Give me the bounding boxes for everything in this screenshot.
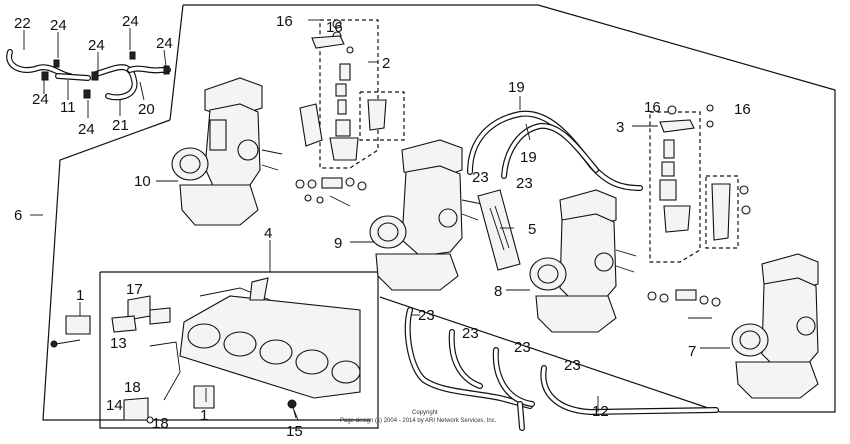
callout-19-b: 19 <box>520 149 537 166</box>
callout-22: 22 <box>14 15 31 32</box>
callout-18-b: 18 <box>152 415 169 432</box>
callout-24-c: 24 <box>88 37 105 54</box>
carburetor-7 <box>731 253 819 399</box>
callout-24-e: 24 <box>32 91 49 108</box>
callout-23-d: 23 <box>462 325 479 342</box>
float-bowl-gasket-5 <box>477 189 521 271</box>
callout-24-d: 24 <box>156 35 173 52</box>
link-hardware <box>50 295 297 424</box>
callout-5: 5 <box>528 221 536 238</box>
intake-manifold-4 <box>179 277 361 399</box>
callout-16-d: 16 <box>734 101 751 118</box>
callout-1-b: 1 <box>200 407 208 424</box>
callout-3: 3 <box>616 119 624 136</box>
callout-16-b: 16 <box>326 19 343 36</box>
callout-23-e: 23 <box>514 339 531 356</box>
copyright-notice: Copyright Page design (c) 2004 - 2014 by… <box>340 410 497 424</box>
callout-9: 9 <box>334 235 342 252</box>
jet-kit-2 <box>299 19 405 169</box>
callout-24-a: 24 <box>50 17 67 34</box>
callout-21: 21 <box>112 117 129 134</box>
carburetor-10 <box>171 77 283 226</box>
callout-15: 15 <box>286 423 303 440</box>
callout-23-a: 23 <box>472 169 489 186</box>
callout-4: 4 <box>264 225 272 242</box>
callout-16-a: 16 <box>276 13 293 30</box>
callout-labels: 22 24 24 24 24 24 11 24 21 20 10 16 16 2… <box>14 13 751 440</box>
callout-1-a: 1 <box>76 287 84 304</box>
callout-10: 10 <box>134 173 151 190</box>
callout-24-f: 24 <box>78 121 95 138</box>
callout-24-b: 24 <box>122 13 139 30</box>
overflow-hose-19 <box>467 110 643 191</box>
callout-6: 6 <box>14 207 22 224</box>
callout-17: 17 <box>126 281 143 298</box>
callout-2: 2 <box>382 55 390 72</box>
callout-8: 8 <box>494 283 502 300</box>
leader-lines <box>23 19 730 421</box>
callout-23-c: 23 <box>418 307 435 324</box>
diagram-frame <box>42 4 836 429</box>
callout-16-c: 16 <box>644 99 661 116</box>
callout-13: 13 <box>110 335 127 352</box>
copyright-line-1: Copyright <box>412 410 438 416</box>
float-pin-parts <box>295 177 367 207</box>
callout-23-b: 23 <box>516 175 533 192</box>
vent-hose-assembly <box>6 49 171 101</box>
float-pin-parts-right <box>647 289 721 319</box>
jet-kit-3 <box>649 104 751 263</box>
callout-11: 11 <box>60 99 76 116</box>
callout-23-f: 23 <box>564 357 581 374</box>
callout-19-a: 19 <box>508 79 525 96</box>
callout-20: 20 <box>138 101 155 118</box>
callout-12: 12 <box>592 403 609 420</box>
fuel-hose-12 <box>404 307 719 431</box>
callout-18-a: 18 <box>124 379 141 396</box>
carburetor-8 <box>529 189 637 333</box>
callout-7: 7 <box>688 343 696 360</box>
copyright-line-2: Page design (c) 2004 - 2014 by ARI Netwo… <box>340 418 497 424</box>
carburetor-9 <box>369 139 483 291</box>
callout-14: 14 <box>106 397 123 414</box>
